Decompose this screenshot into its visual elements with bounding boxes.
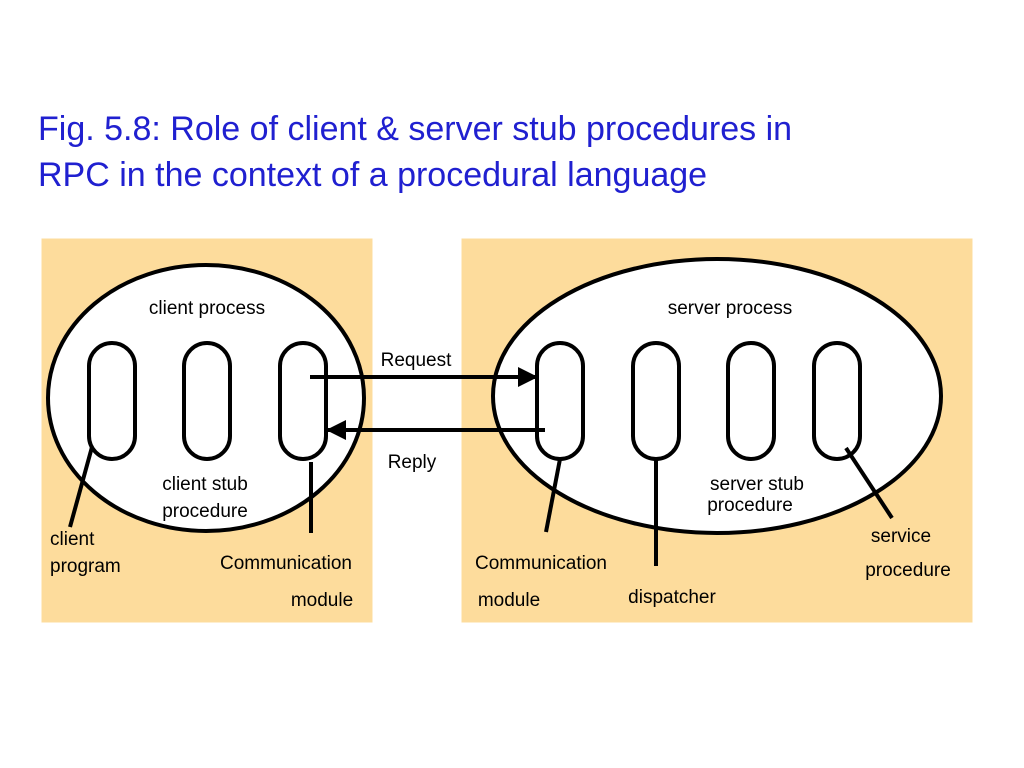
service-procedure-pointer [844, 446, 894, 520]
server-comm-label-line1: Communication [475, 553, 607, 574]
dispatcher-label: dispatcher [628, 587, 716, 608]
client-stub-label-line2: procedure [162, 501, 248, 522]
client-program-pointer [68, 446, 94, 528]
client-stub-label-line1: client stub [162, 474, 248, 495]
server-comm-pointer [544, 458, 562, 533]
client-process-label: client process [149, 298, 265, 319]
server-process-ellipse [491, 257, 943, 535]
client-program-label-line2: program [50, 556, 121, 577]
figure-title: Fig. 5.8: Role of client & server stub p… [38, 106, 998, 198]
service-procedure-label-line1: service [871, 526, 931, 547]
client-comm-capsule [278, 341, 328, 461]
client-program-capsule [87, 341, 137, 461]
server-process-label: server process [668, 298, 793, 319]
client-program-label-line1: client [50, 529, 95, 550]
title-line-2: RPC in the context of a procedural langu… [38, 156, 708, 194]
service-procedure-label-line2: procedure [865, 560, 951, 581]
server-stub-label-line2: procedure [707, 495, 793, 516]
reply-label: Reply [388, 452, 437, 473]
server-stub-capsule [726, 341, 776, 461]
server-stub-label-line1: server stub [710, 474, 804, 495]
service-procedure-capsule [812, 341, 862, 461]
client-comm-label-line1: Communication [220, 553, 352, 574]
server-comm-label-line2: module [478, 590, 540, 611]
server-comm-capsule [535, 341, 585, 461]
dispatcher-capsule [631, 341, 681, 461]
client-comm-label-line2: module [291, 590, 353, 611]
request-label: Request [381, 350, 452, 371]
title-line-1: Fig. 5.8: Role of client & server stub p… [38, 110, 793, 148]
client-stub-capsule [182, 341, 232, 461]
